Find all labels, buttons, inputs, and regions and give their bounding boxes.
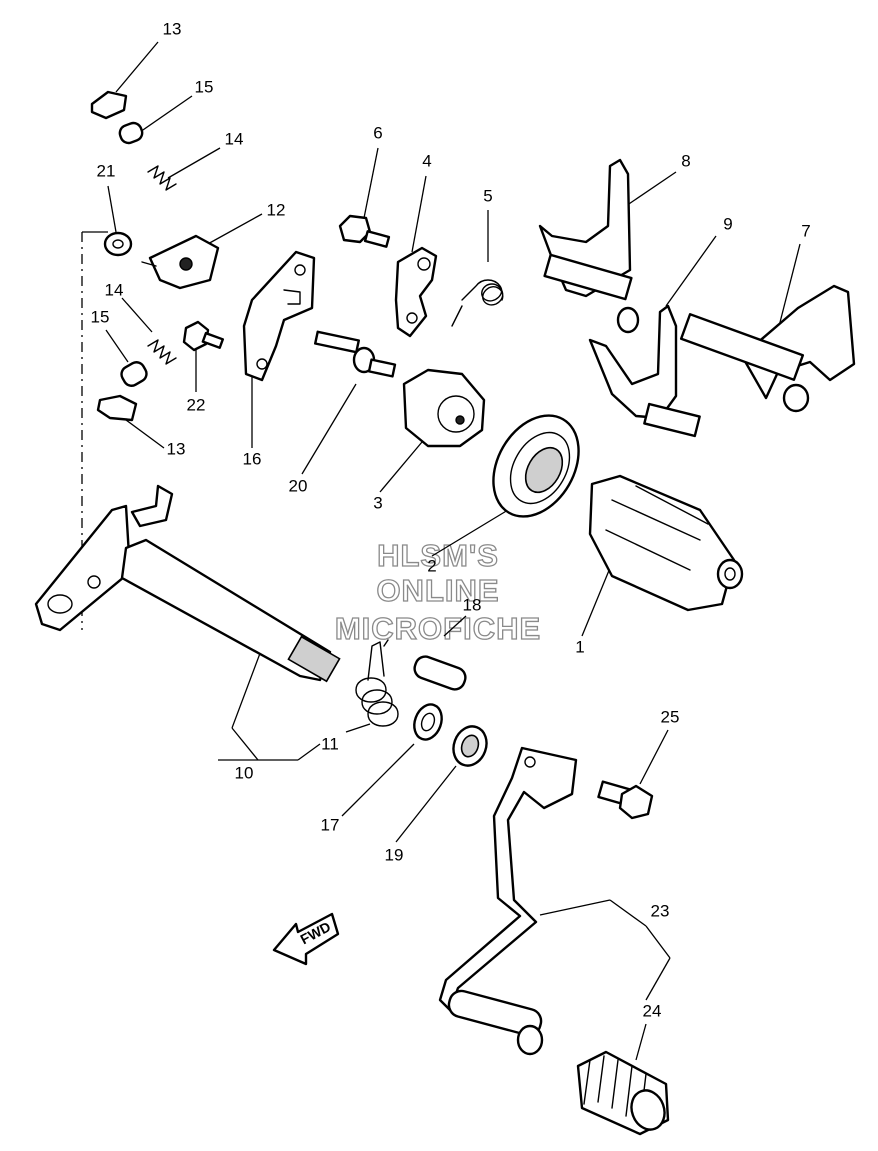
callout-22: 22 [187,395,206,414]
shift-shaft-10 [34,484,341,683]
callout-21: 21 [97,161,116,180]
callout-6: 6 [373,123,382,142]
watermark-line-2: ONLINE [376,573,499,608]
shift-forks [538,158,856,438]
callout-9: 9 [723,214,732,233]
callout-7: 7 [801,221,810,240]
small-parts-lower [413,655,488,767]
fwd-arrow-icon: FWD [272,912,340,966]
callout-25: 25 [661,707,680,726]
callout-16: 16 [243,449,262,468]
callout-1: 1 [575,637,584,656]
callout-15: 15 [91,307,110,326]
plate-16 [242,250,316,382]
callout-8: 8 [681,151,690,170]
callout-23: 23 [651,901,670,920]
segment-3 [402,368,486,448]
callout-14: 14 [105,280,124,299]
watermark-line-3: MICROFICHE [335,611,541,646]
bearing-2 [492,414,580,518]
callout-13: 13 [167,439,186,458]
shaft-20 [314,330,397,378]
callout-4: 4 [422,151,431,170]
bolt-25 [597,780,654,820]
callout-15: 15 [195,77,214,96]
pedal-rubber-24 [576,1050,670,1136]
watermark: HLSM'S ONLINE MICROFICHE [334,537,541,646]
callout-14: 14 [225,129,244,148]
callout-labels: 13 15 14 21 12 14 15 22 13 16 6 4 5 8 9 … [91,19,811,1020]
callout-17: 17 [321,815,340,834]
callout-10: 10 [235,763,254,782]
stopper-cluster [90,90,225,422]
callout-12: 12 [267,200,286,219]
shift-arm-group [338,214,504,338]
callout-19: 19 [385,845,404,864]
callout-11: 11 [321,734,339,753]
callout-2: 2 [427,556,436,575]
shift-pedal-23 [438,746,578,1056]
callout-20: 20 [289,476,308,495]
callout-18: 18 [463,595,482,614]
callout-24: 24 [643,1001,662,1020]
watermark-line-1: HLSM'S [377,538,499,573]
shift-drum-1 [588,474,744,612]
callout-13: 13 [163,19,182,38]
callout-3: 3 [373,493,382,512]
callout-5: 5 [483,186,492,205]
spring-11 [355,639,399,727]
